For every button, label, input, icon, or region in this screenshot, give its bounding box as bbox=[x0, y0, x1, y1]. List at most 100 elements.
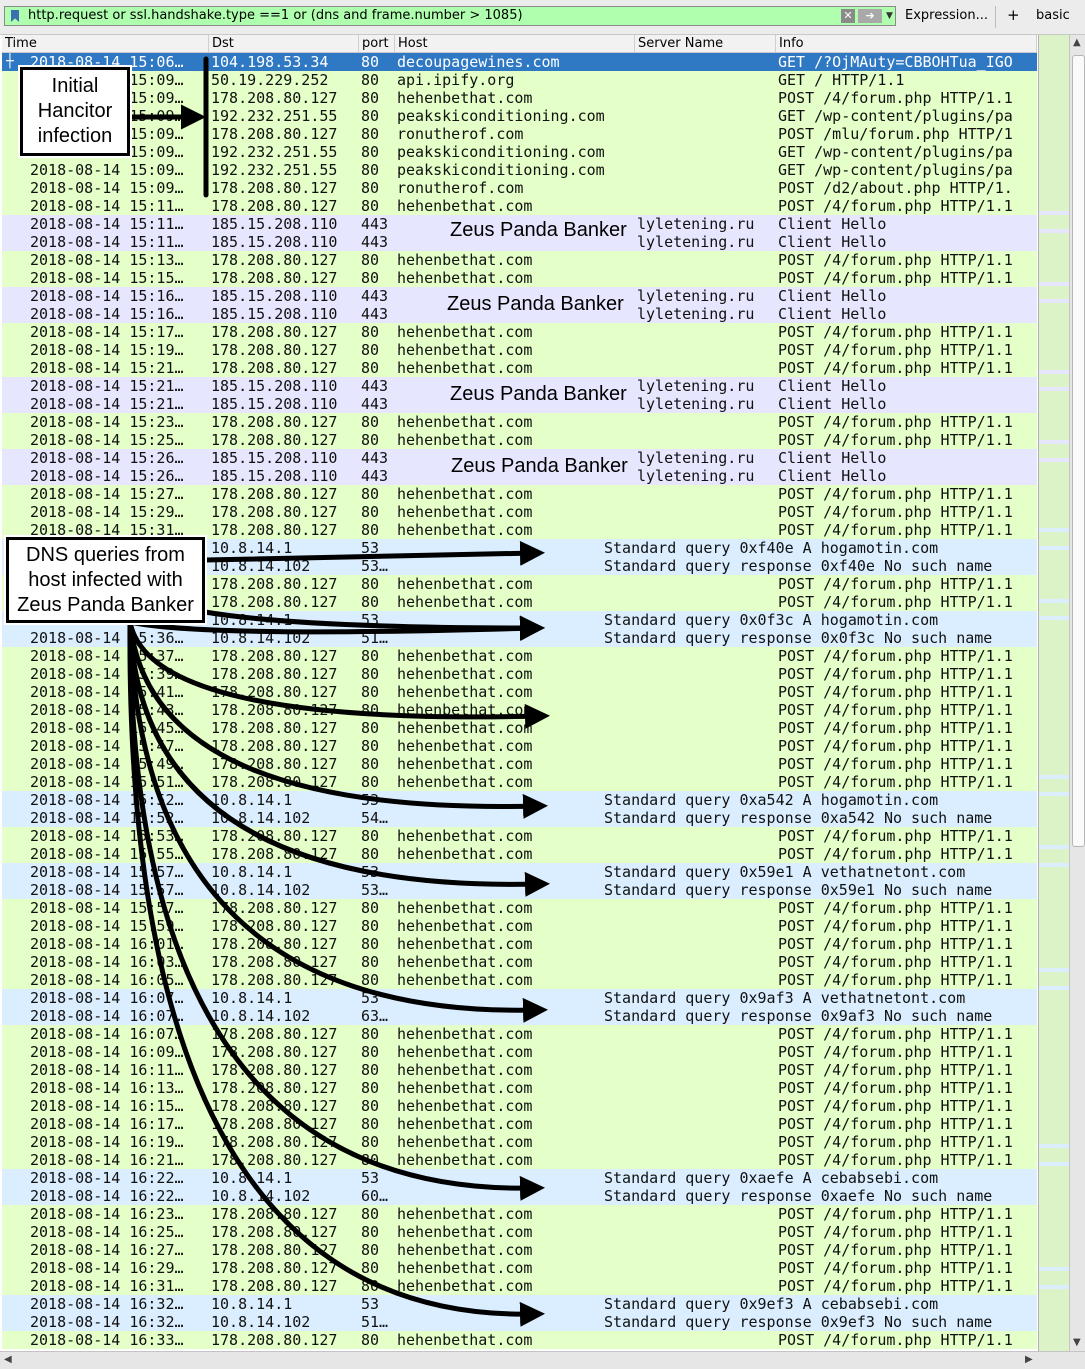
vertical-scrollbar[interactable]: ▲ ▼ bbox=[1069, 35, 1085, 1351]
horizontal-scrollbar[interactable]: ◀ ▶ bbox=[0, 1351, 1085, 1369]
column-header-info[interactable]: Info bbox=[776, 35, 1037, 52]
scrollbar-thumb[interactable] bbox=[1072, 55, 1085, 847]
scroll-up-icon[interactable]: ▲ bbox=[1073, 37, 1081, 48]
basic-filter-button[interactable]: basic bbox=[1036, 8, 1070, 23]
packet-row[interactable]: 2018-08-14 15:09…50.19.229.25280api.ipif… bbox=[2, 71, 1037, 89]
scroll-left-icon[interactable]: ◀ bbox=[4, 1354, 12, 1365]
add-filter-button[interactable]: + bbox=[1007, 6, 1020, 24]
cell-port: 443 bbox=[361, 305, 389, 323]
packet-row[interactable]: 2018-08-14 15:09…192.232.251.5580peakski… bbox=[2, 107, 1037, 125]
packet-row[interactable]: 2018-08-14 15:33…178.208.80.12780hehenbe… bbox=[2, 575, 1037, 593]
packet-row[interactable]: 2018-08-14 15:09…192.232.251.5580peakski… bbox=[2, 143, 1037, 161]
display-filter-input[interactable]: http.request or ssl.handshake.type ==1 o… bbox=[4, 6, 896, 26]
packet-minimap[interactable] bbox=[1038, 35, 1069, 1351]
cell-host: hehenbethat.com bbox=[397, 251, 533, 269]
expression-button[interactable]: Expression... bbox=[905, 8, 988, 23]
minimap-marker bbox=[1039, 299, 1069, 304]
cell-dst: 178.208.80.127 bbox=[211, 1097, 338, 1115]
packet-row[interactable]: 2018-08-14 15:09…178.208.80.12780hehenbe… bbox=[2, 89, 1037, 107]
cell-dst: 10.8.14.102 bbox=[211, 1007, 311, 1025]
cell-host: hehenbethat.com bbox=[397, 755, 533, 773]
column-header-host[interactable]: Host bbox=[395, 35, 635, 52]
column-header-time[interactable]: Time bbox=[2, 35, 209, 52]
packet-row[interactable]: 2018-08-14 15:09…178.208.80.12780ronuthe… bbox=[2, 125, 1037, 143]
cell-time: 2018-08-14 15:57… bbox=[30, 863, 184, 881]
column-header-port[interactable]: port bbox=[359, 35, 395, 52]
chevron-down-icon[interactable]: ▼ bbox=[886, 11, 893, 21]
column-header-server-name[interactable]: Server Name bbox=[635, 35, 776, 52]
cell-info: POST /4/forum.php HTTP/1.1 bbox=[778, 1043, 1013, 1061]
cell-port: 51… bbox=[361, 1313, 389, 1331]
column-header-dst[interactable]: Dst bbox=[209, 35, 359, 52]
cell-host: hehenbethat.com bbox=[397, 593, 533, 611]
clear-filter-icon[interactable]: ✕ bbox=[841, 9, 855, 23]
packet-row[interactable]: 2018-08-14 15:35…178.208.80.12780hehenbe… bbox=[2, 593, 1037, 611]
bookmark-icon[interactable] bbox=[11, 10, 19, 22]
cell-port: 80 bbox=[361, 737, 380, 755]
scroll-down-icon[interactable]: ▼ bbox=[1073, 1337, 1081, 1348]
apply-filter-icon[interactable]: ➔ bbox=[858, 9, 882, 23]
cell-dst: 178.208.80.127 bbox=[211, 1259, 338, 1277]
filter-text[interactable]: http.request or ssl.handshake.type ==1 o… bbox=[28, 8, 523, 23]
cell-dst: 10.8.14.102 bbox=[211, 1313, 311, 1331]
scroll-right-icon[interactable]: ▶ bbox=[1025, 1354, 1033, 1365]
